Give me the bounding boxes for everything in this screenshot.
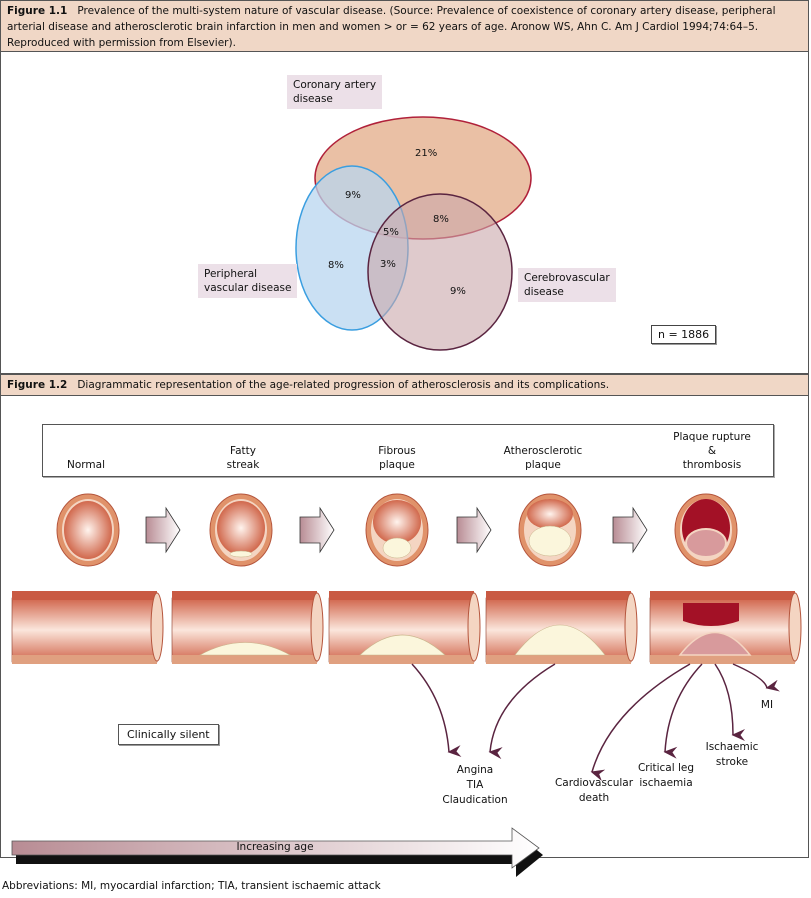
cross-sections [56, 493, 738, 567]
stage-normal: Normal [67, 459, 105, 471]
clinically-silent-box: Clinically silent [118, 724, 219, 745]
cross-section-atherosclerotic-plaque [518, 493, 582, 567]
region-cad-only: 21% [415, 148, 438, 159]
stage-plaque-rupture-thrombosis: Plaque rupture & thrombosis [673, 431, 751, 471]
sample-size-box: n = 1886 [651, 325, 717, 344]
stage-atherosclerotic-plaque: Atherosclerotic plaque [503, 445, 583, 471]
cross-section-fatty-streak [209, 493, 273, 567]
venn-diagram [295, 116, 532, 351]
outcome-ischaemic-stroke: Ischaemic stroke [705, 741, 759, 768]
stage-header-box: Normal Fatty streak Fibrous plaque Ather… [42, 424, 774, 477]
block-arrow-icon [299, 506, 335, 554]
region-cvd-only: 9% [450, 286, 466, 297]
vessel-normal [11, 591, 164, 664]
figure-1-caption: Figure 1.1 Prevalence of the multi-syste… [0, 0, 809, 52]
increasing-age-label: Increasing age [236, 841, 314, 853]
arrow-to-ischaemic-stroke [714, 663, 746, 741]
arrow-to-cv-death [590, 663, 691, 782]
arrow-to-mi [732, 663, 780, 692]
outcome-mi: MI [760, 699, 774, 711]
label-peripheral-vascular-disease: Peripheral vascular disease [198, 264, 298, 298]
outcome-arrows [411, 663, 780, 782]
figure-1-label: Figure 1.1 [7, 5, 68, 17]
arrow-fibrous-to-angina [411, 663, 462, 758]
arrow-athero-to-angina [488, 663, 556, 760]
label-cerebrovascular-disease: Cerebrovascular disease [518, 268, 616, 302]
outcome-critical-leg-ischaemia: Critical leg ischaemia [637, 762, 695, 789]
region-pvd-cvd: 3% [380, 259, 396, 270]
figure-1-caption-text: Prevalence of the multi-system nature of… [7, 5, 776, 49]
outcome-cardiovascular-death: Cardiovascular death [554, 777, 634, 804]
figure-2-caption: Figure 1.2 Diagrammatic representation o… [0, 374, 809, 396]
region-cad-cvd: 8% [433, 214, 449, 225]
label-coronary-artery-disease: Coronary artery disease [287, 75, 383, 109]
vessel-fatty-streak [171, 591, 324, 664]
longitudinal-vessels [11, 591, 802, 664]
cross-section-fibrous-plaque [365, 493, 429, 567]
abbreviations-footnote: Abbreviations: MI, myocardial infarction… [2, 880, 381, 892]
figure-2-label: Figure 1.2 [7, 379, 68, 391]
progression-arrows [145, 506, 648, 554]
venn-set-cerebrovascular [367, 193, 513, 351]
venn-panel [0, 52, 809, 374]
region-pvd-only: 8% [328, 260, 344, 271]
vessel-fibrous-plaque [328, 591, 481, 664]
stage-fatty-streak: Fatty streak [226, 445, 260, 471]
cross-section-normal [56, 493, 120, 567]
vessel-atherosclerotic-plaque [485, 591, 638, 664]
block-arrow-icon [145, 506, 181, 554]
increasing-age-arrow [11, 827, 543, 877]
region-all-three: 5% [383, 227, 399, 238]
outcome-angina-tia-claudication: Angina TIA Claudication [442, 764, 508, 806]
block-arrow-icon [456, 506, 492, 554]
cross-section-rupture-thrombosis [674, 493, 738, 567]
region-cad-pvd: 9% [345, 190, 361, 201]
arrow-to-critical-leg [663, 663, 703, 759]
vessel-rupture-thrombosis [649, 591, 802, 664]
figure-2-caption-text: Diagrammatic representation of the age-r… [77, 379, 610, 391]
stage-fibrous-plaque: Fibrous plaque [378, 445, 416, 471]
block-arrow-icon [612, 506, 648, 554]
